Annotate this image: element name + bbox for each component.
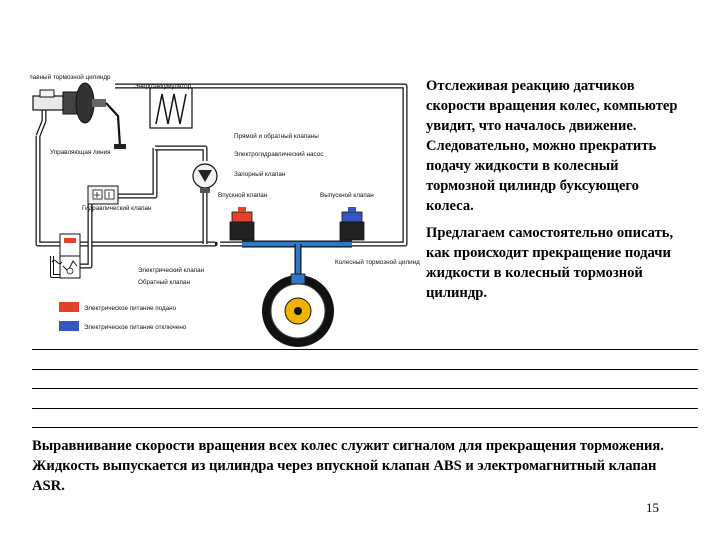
hydraulic-lines: [35, 83, 408, 278]
explanation-paragraph-1: Отслеживая реакцию датчиков скорости вра…: [426, 78, 678, 214]
label-return-valve: Обратный клапан: [138, 278, 190, 286]
legend-off-label: Электрическое питание отключено: [84, 324, 187, 331]
label-inlet-valve: Впускной клапан: [218, 191, 268, 199]
electric-valve: [51, 233, 81, 279]
outlet-valve: [339, 207, 365, 241]
explanation-text: Отслеживая реакцию датчиков скорости вра…: [426, 76, 688, 310]
label-hydraulic-valve: Гидравлический клапан: [82, 204, 152, 212]
explanation-paragraph-2: Предлагаем самостоятельно описать, как п…: [426, 225, 674, 301]
label-outlet-valve: Выпускной клапан: [320, 191, 374, 199]
label-pump: Электрогидравлический насос: [234, 150, 323, 158]
answer-line: [32, 388, 698, 389]
label-wheel-cylinder: Колесный тормозной цилиндр: [335, 258, 420, 266]
answer-line: [32, 427, 698, 428]
legend-off-swatch: [59, 321, 79, 331]
label-electric-valve: Электрический клапан: [138, 266, 205, 274]
label-master-cylinder: Главный тормозной цилиндр: [30, 73, 111, 81]
wheel: [262, 273, 334, 347]
master-cylinder: [32, 82, 126, 149]
legend: Электрическое питание подано Электрическ…: [59, 302, 187, 331]
pump: [192, 163, 218, 193]
legend-on-swatch: [59, 302, 79, 312]
answer-line: [32, 407, 698, 409]
label-check-valves: Прямой и обратный клапаны: [234, 132, 319, 140]
answer-line: [32, 349, 698, 350]
answer-line: [32, 368, 698, 370]
label-accumulator: Энергоаккумулятор: [134, 83, 192, 90]
hydraulic-valve: [87, 185, 119, 205]
answer-lines: [32, 349, 698, 447]
brake-system-diagram: Электрическое питание подано Электрическ…: [30, 66, 420, 348]
label-shutoff-valve: Запорный клапан: [234, 170, 286, 178]
label-control-valve: Управляющая линия: [50, 149, 111, 156]
active-fluid-line: [242, 240, 352, 278]
accumulator: [149, 87, 193, 129]
page-number: 15: [646, 500, 659, 515]
answer-text: Выравнивание скорости вращения всех коле…: [32, 438, 664, 494]
legend-on-label: Электрическое питание подано: [84, 305, 177, 312]
inlet-valve: [229, 207, 255, 241]
